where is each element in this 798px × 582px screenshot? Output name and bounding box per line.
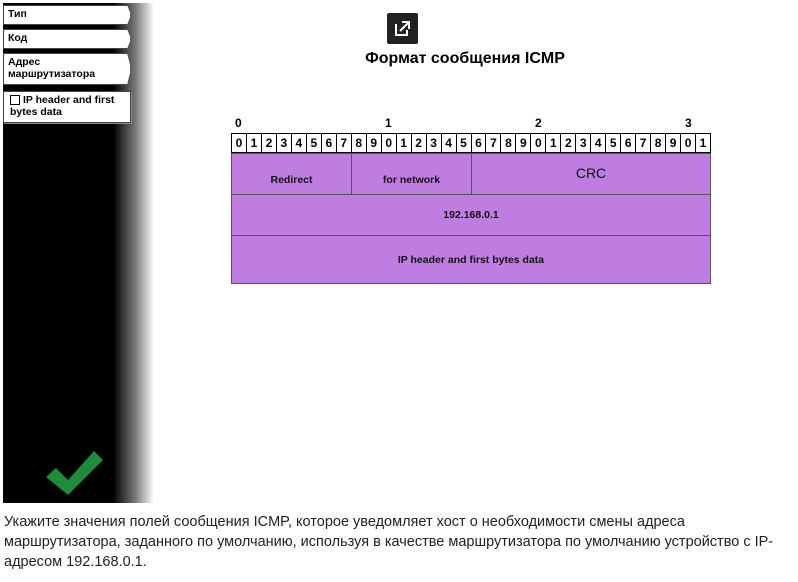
bit-cell: 3 — [576, 134, 592, 152]
tag-code-label: Код — [8, 32, 28, 44]
bit-cell: 1 — [546, 134, 562, 152]
bit-cell: 4 — [591, 134, 607, 152]
octet-label-1: 1 — [385, 116, 392, 130]
bit-cell: 2 — [561, 134, 577, 152]
bit-cell: 7 — [636, 134, 652, 152]
bit-cell: 2 — [262, 134, 277, 152]
field-checksum-value: CRC — [575, 165, 607, 181]
octet-label-0: 0 — [235, 116, 242, 130]
answer-palette: Тип Код Адрес маршрутизатора IP header a… — [3, 3, 154, 503]
octet-label-3: 3 — [685, 116, 692, 130]
field-router-address[interactable]: 192.168.0.1 — [231, 194, 711, 236]
field-data[interactable]: IP header and first bytes data — [231, 235, 711, 284]
bit-cell: 8 — [352, 134, 367, 152]
field-router-address-value: 192.168.0.1 — [443, 209, 499, 221]
bit-cell: 6 — [472, 134, 487, 152]
bit-cell: 6 — [621, 134, 637, 152]
field-type[interactable]: Redirect — [231, 153, 352, 195]
bit-cell: 9 — [516, 134, 532, 152]
checkbox[interactable] — [10, 95, 20, 106]
bit-cell: 5 — [307, 134, 322, 152]
tag-type-label: Тип — [8, 8, 27, 20]
bit-cell: 2 — [412, 134, 427, 152]
tag-type[interactable]: Тип — [3, 5, 131, 25]
bit-cell: 5 — [606, 134, 622, 152]
tag-ip-header[interactable]: IP header and first bytes data — [3, 91, 131, 123]
bit-cell: 0 — [382, 134, 397, 152]
bit-cell: 9 — [666, 134, 682, 152]
tag-code[interactable]: Код — [3, 29, 131, 49]
checkmark-icon[interactable] — [44, 447, 104, 497]
bit-cell: 0 — [531, 134, 547, 152]
field-code[interactable]: for network — [351, 153, 472, 195]
bit-cell: 7 — [337, 134, 352, 152]
tag-router-address-label: Адрес маршрутизатора — [8, 56, 96, 80]
field-data-value: IP header and first bytes data — [397, 253, 545, 266]
diagram-title: Формат сообщения ICMP — [365, 50, 565, 67]
bit-cell: 4 — [292, 134, 307, 152]
field-type-value: Redirect — [270, 174, 313, 186]
bit-cell: 1 — [247, 134, 262, 152]
bit-cell: 3 — [277, 134, 292, 152]
bit-cell: 1 — [699, 136, 707, 150]
field-checksum[interactable]: CRC — [471, 153, 711, 195]
field-code-value: for network — [382, 174, 441, 186]
bit-cell: 5 — [457, 134, 472, 152]
external-link-icon[interactable] — [387, 13, 418, 44]
task-instruction: Укажите значения полей сообщения ICMP, к… — [4, 514, 774, 570]
bit-cell: 3 — [427, 134, 442, 152]
bit-cell: 1 — [397, 134, 412, 152]
tag-router-address[interactable]: Адрес маршрутизатора — [3, 53, 131, 85]
bit-cell: 7 — [486, 134, 502, 152]
bit-cell: 8 — [651, 134, 667, 152]
bit-cell: 0 — [232, 134, 247, 152]
bit-cell: 0 — [681, 134, 697, 152]
tag-ip-header-label: IP header and first bytes data — [10, 94, 115, 118]
bit-cell: 8 — [501, 134, 517, 152]
bit-cell: 4 — [442, 134, 457, 152]
bit-cell: 6 — [322, 134, 337, 152]
octet-label-2: 2 — [535, 116, 542, 130]
bit-cell: 9 — [367, 134, 382, 152]
